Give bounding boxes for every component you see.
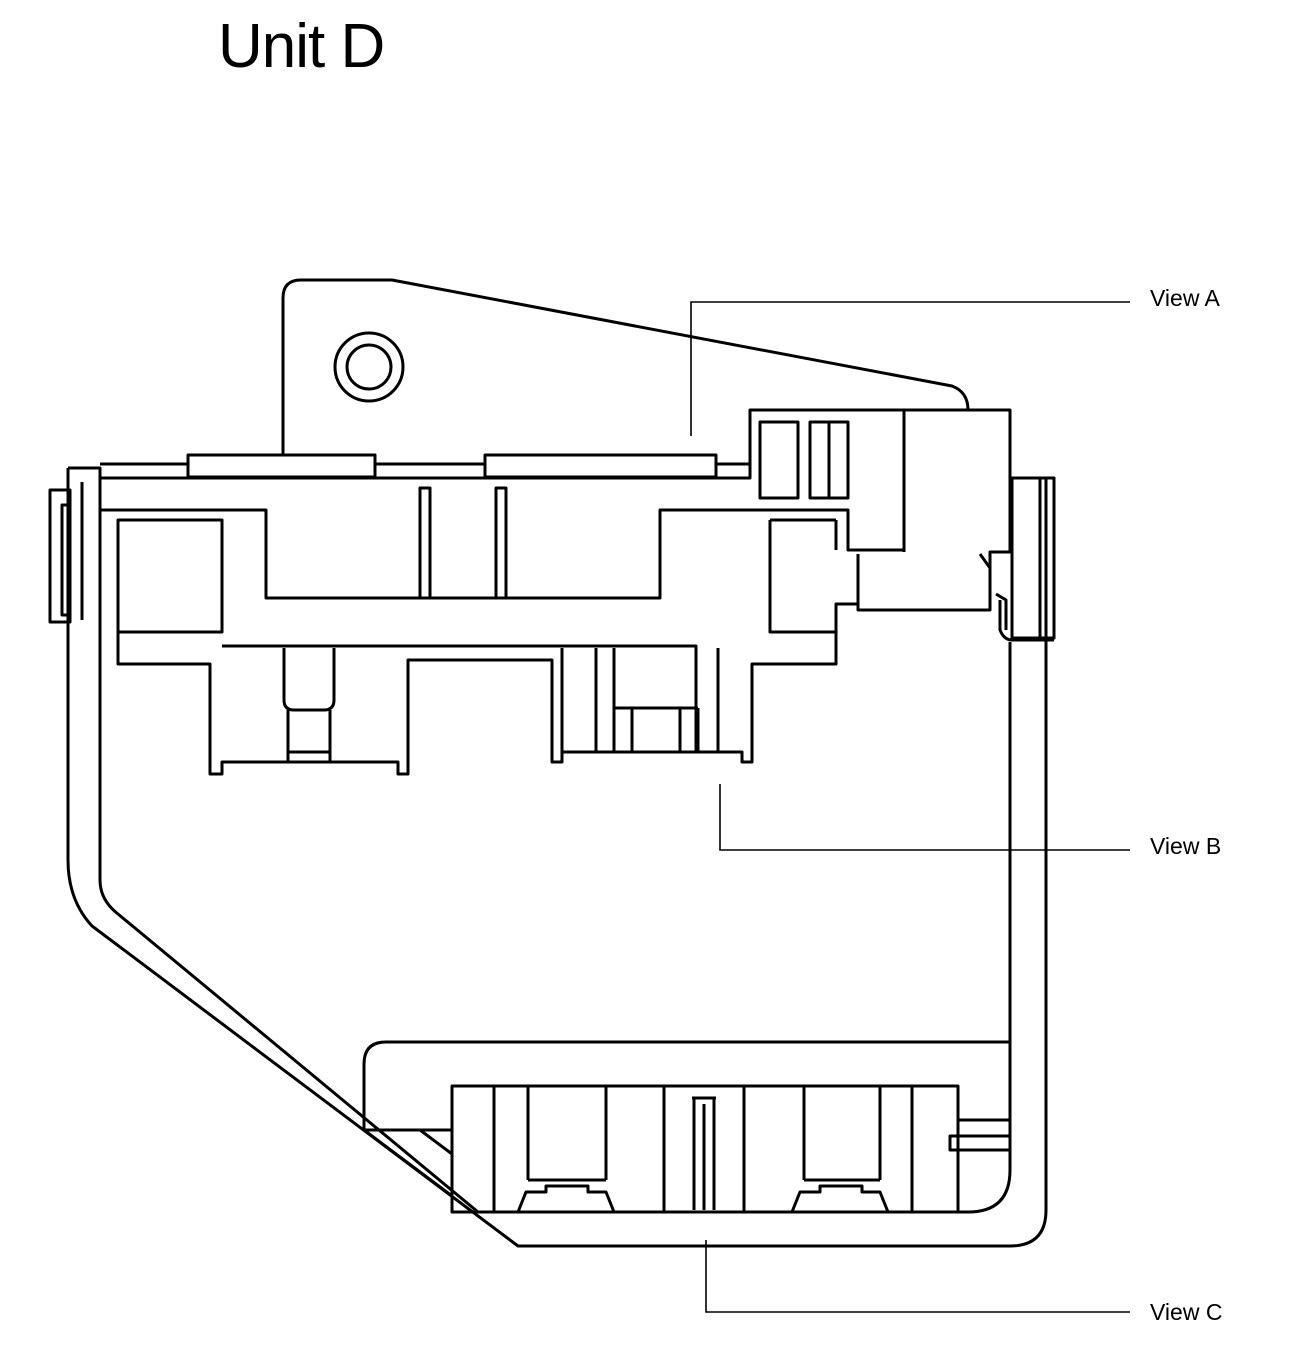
main-body: [100, 408, 1012, 776]
bottom-cavity-lip: [363, 1128, 453, 1198]
rib-1: [418, 486, 432, 600]
right-connector-housing: [856, 410, 906, 610]
mounting-bracket: [281, 278, 970, 455]
callout-label-view-c: View C: [1150, 1299, 1223, 1325]
callout-label-view-a: View A: [1150, 285, 1220, 311]
bottom-socket-left: [516, 1086, 616, 1213]
right-latch: [978, 553, 1008, 630]
callout-label-view-b: View B: [1150, 833, 1222, 859]
bottom-center-key: [692, 1096, 716, 1210]
right-clip-outer: [1010, 476, 1056, 640]
right-clip-foot: [998, 600, 1054, 642]
top-pad-right: [483, 453, 718, 479]
main-body-inner-top: [100, 508, 904, 600]
top-pad-left: [186, 453, 377, 479]
terminal-block: [560, 648, 720, 752]
diagram-title: Unit D: [218, 12, 385, 81]
top-slot-1: [758, 420, 800, 500]
terminal-post: [282, 648, 336, 762]
callout-line-view-b: [719, 784, 1130, 851]
bottom-cavity: [362, 1040, 1010, 1132]
mounting-hole-inner: [345, 343, 393, 391]
inner-shell: [98, 482, 1012, 1214]
bottom-socket-right: [790, 1086, 890, 1213]
right-clip-inner: [1038, 476, 1056, 640]
outer-shell: [66, 468, 1048, 1248]
bottom-side-tab: [948, 1134, 1012, 1152]
rib-2: [494, 486, 508, 600]
main-body-step: [222, 518, 838, 752]
bottom-connector-dividers: [492, 1086, 914, 1212]
mounting-hole-outer: [333, 331, 405, 403]
left-clip-inner: [60, 503, 72, 617]
callout-line-view-c: [705, 1240, 1130, 1313]
callout-line-view-a: [690, 301, 1130, 436]
left-clip-top: [68, 466, 102, 620]
